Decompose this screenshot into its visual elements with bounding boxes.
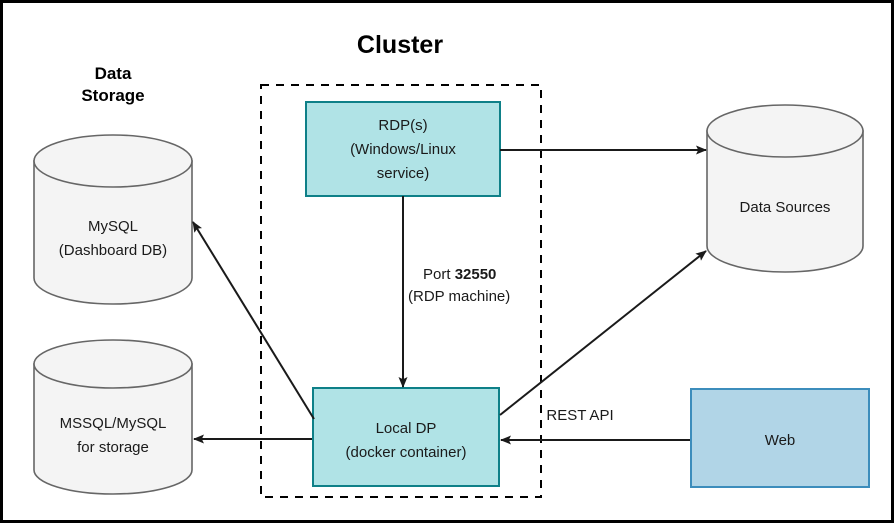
edge-rdp-to-local-dp: Port 32550 (RDP machine) xyxy=(398,196,510,388)
local-dp-label-line2: (docker container) xyxy=(346,444,467,461)
edge-web-to-local-dp: REST API xyxy=(500,407,690,445)
node-local-dp[interactable]: Local DP (docker container) xyxy=(312,387,500,487)
data-storage-label-line2: Storage xyxy=(81,86,144,105)
local-dp-label-line1: Local DP xyxy=(376,420,437,437)
mssql-mysql-storage-label-line2: for storage xyxy=(77,439,149,456)
rest-api-label: REST API xyxy=(546,407,613,424)
port-label-prefix: Port xyxy=(423,266,455,283)
rdp-label-line3: service) xyxy=(377,165,430,182)
node-data-sources[interactable]: Data Sources xyxy=(706,104,864,273)
port-label-value: 32550 xyxy=(455,266,497,283)
mssql-mysql-storage-label-line1: MSSQL/MySQL xyxy=(60,415,167,432)
node-rdp[interactable]: RDP(s) (Windows/Linux service) xyxy=(305,101,501,197)
mysql-dashboard-label-line2: (Dashboard DB) xyxy=(59,242,167,259)
data-sources-label: Data Sources xyxy=(740,199,831,216)
edge-local-dp-to-mysql-dashboard xyxy=(192,221,315,420)
rdp-label-line1: RDP(s) xyxy=(378,117,427,134)
page-title: Cluster xyxy=(357,31,443,59)
rdp-label-line2: (Windows/Linux xyxy=(350,141,456,158)
node-web[interactable]: Web xyxy=(690,388,870,488)
group-label-data-storage: Data Storage xyxy=(81,64,144,105)
mysql-dashboard-label-line1: MySQL xyxy=(88,218,138,235)
web-label: Web xyxy=(765,432,796,449)
architecture-diagram: Cluster Data Storage MySQL (Dashboard DB… xyxy=(33,31,870,498)
node-mssql-mysql-storage[interactable]: MSSQL/MySQL for storage xyxy=(33,339,193,495)
data-storage-label-line1: Data xyxy=(95,64,132,83)
cluster-boundary xyxy=(260,84,542,498)
port-label-line1: Port 32550 xyxy=(423,266,496,283)
edge-local-dp-to-data-sources xyxy=(499,250,707,416)
port-label-line2: (RDP machine) xyxy=(408,288,510,305)
node-mysql-dashboard[interactable]: MySQL (Dashboard DB) xyxy=(33,134,193,305)
